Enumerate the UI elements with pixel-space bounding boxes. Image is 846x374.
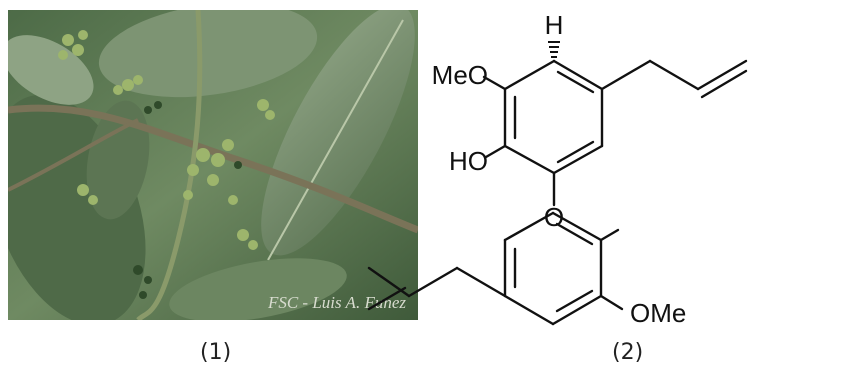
double-bond — [367, 266, 411, 298]
atom-label-ho: HO — [449, 146, 488, 176]
caption-1: (1) — [200, 340, 232, 365]
bond — [482, 75, 507, 91]
atom-label-meo: MeO — [432, 60, 488, 90]
double-bond — [556, 70, 595, 94]
double-bond — [556, 140, 595, 164]
bond — [552, 144, 604, 175]
bond — [600, 59, 652, 91]
bond — [555, 222, 594, 246]
lower-structure: OMe — [470, 0, 846, 330]
bond — [648, 59, 700, 91]
bond — [696, 59, 748, 91]
bond — [551, 294, 603, 326]
bond — [484, 144, 507, 159]
lower-structure-drawing: OMe — [630, 298, 686, 328]
bond — [599, 228, 620, 242]
bond — [503, 59, 556, 91]
atom-label-h: H — [545, 10, 564, 40]
caption-2: (2) — [612, 340, 644, 365]
bond — [551, 211, 603, 242]
bond — [407, 266, 459, 298]
plant-photo: FSC - Luis A. Funez — [8, 10, 418, 320]
bond — [599, 294, 624, 311]
bond — [503, 211, 555, 242]
double-bond — [700, 69, 748, 99]
bond — [455, 266, 507, 298]
bond — [555, 289, 594, 313]
atom-label-ome: OMe — [630, 298, 686, 328]
plant-photo-drawing: FSC - Luis A. Funez — [8, 10, 418, 320]
bond — [367, 286, 407, 311]
hashed-wedge — [548, 41, 560, 58]
bond — [552, 59, 604, 91]
bond — [503, 144, 556, 175]
bond — [503, 294, 555, 326]
